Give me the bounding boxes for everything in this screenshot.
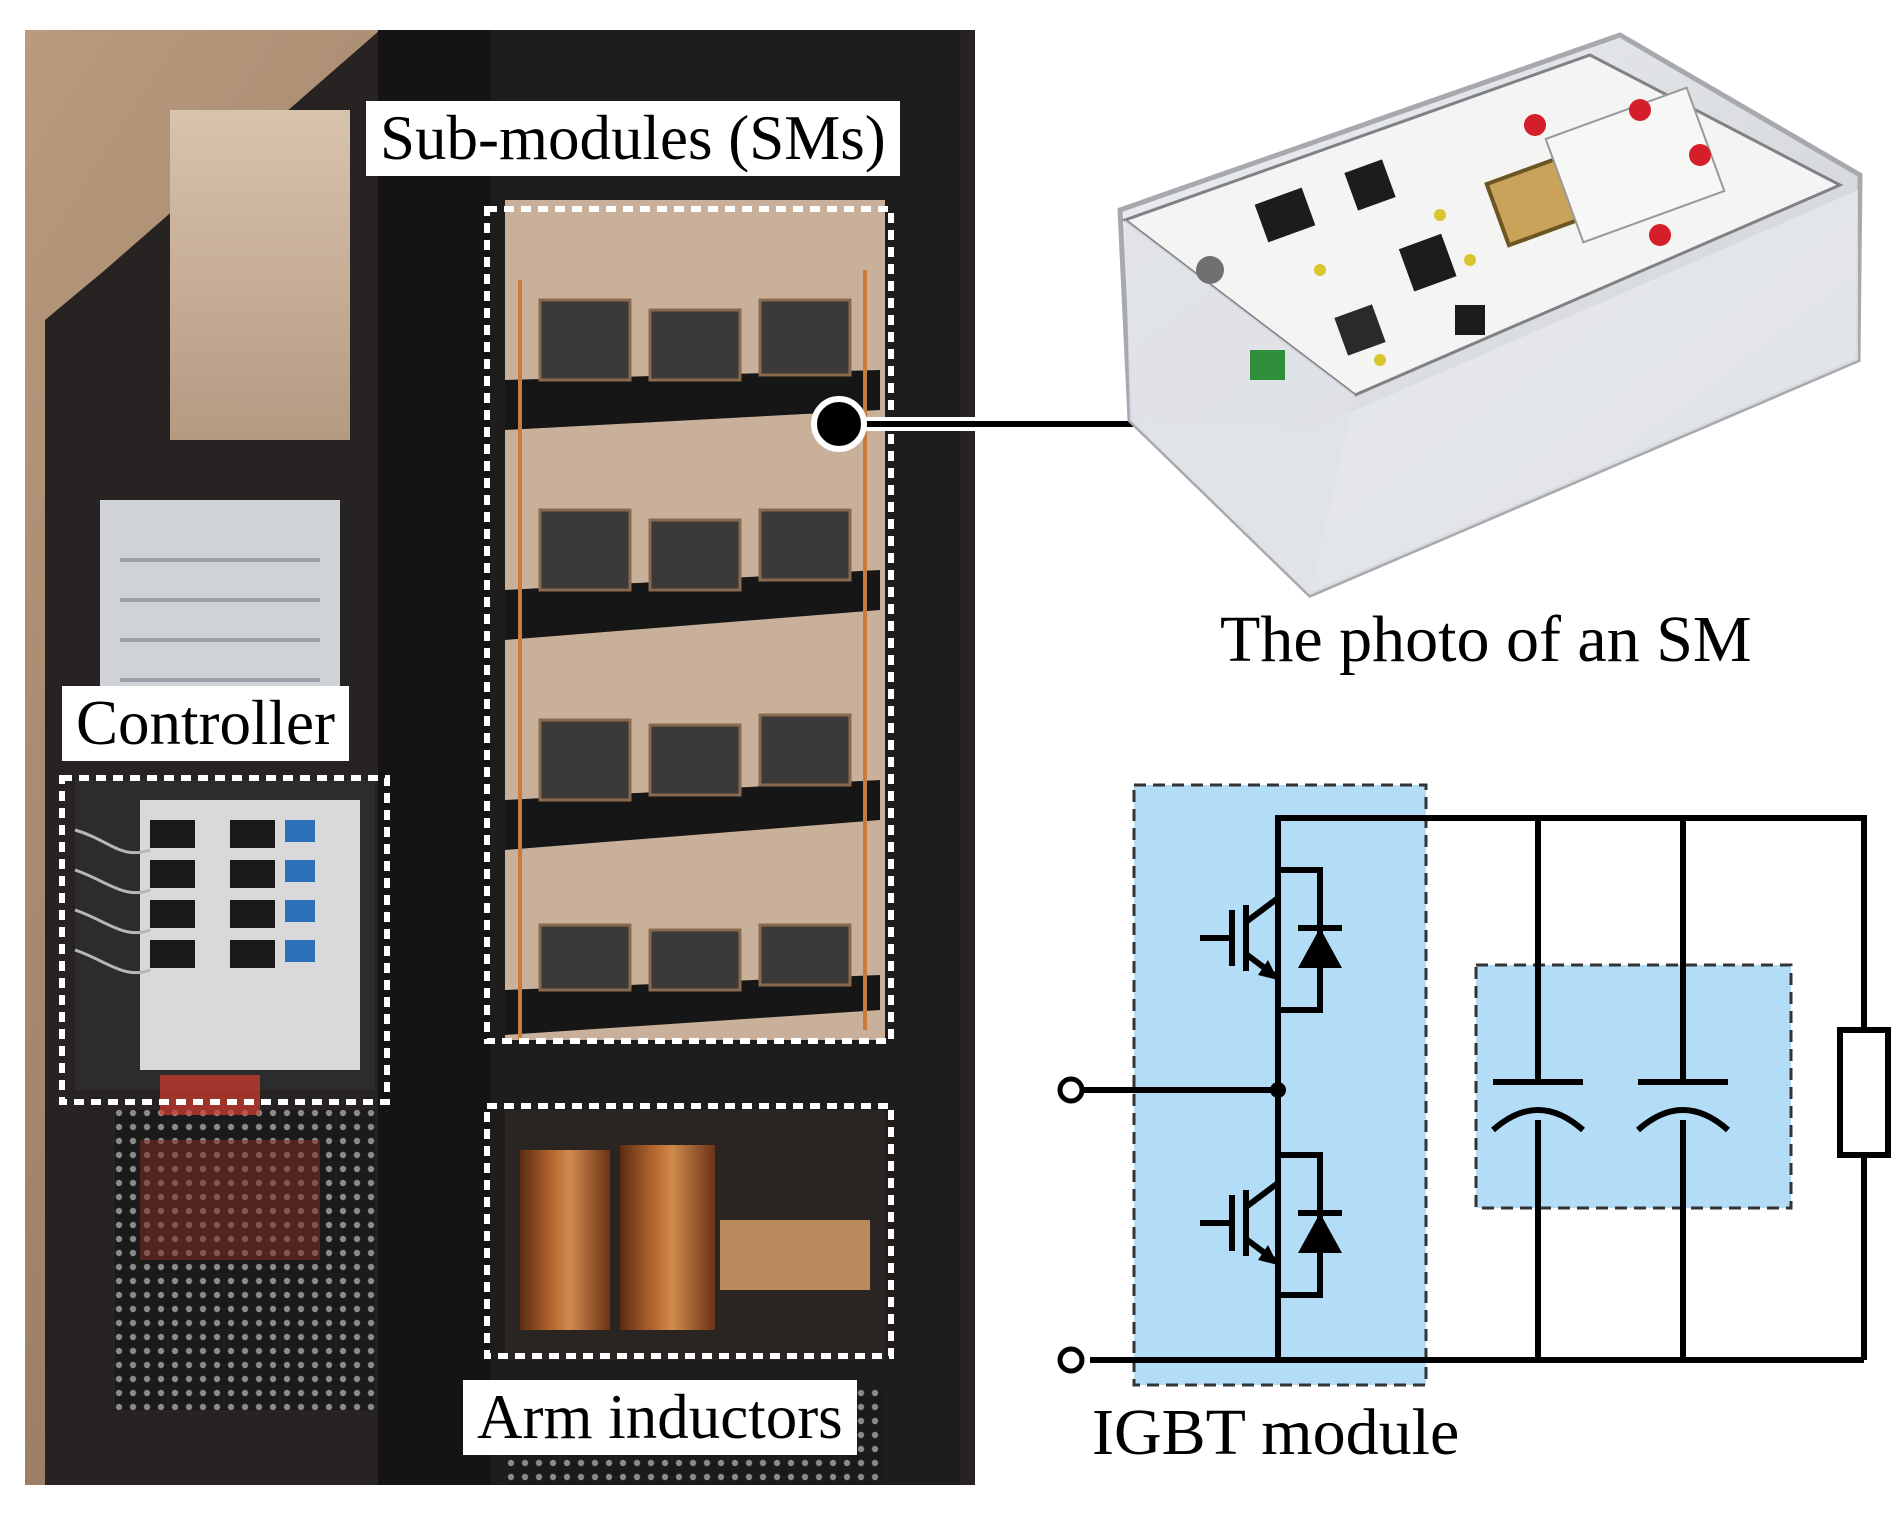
arm-inductor-coils (520, 1145, 870, 1330)
photo-region-frames (59, 206, 894, 1359)
dc-midpoint-junction (1270, 1082, 1286, 1098)
arm-inductors-label: Arm inductors (463, 1380, 857, 1455)
controller-label: Controller (62, 686, 349, 761)
igbt-upper (1200, 867, 1342, 1013)
circuit-diagram (1057, 783, 1891, 1387)
rack-photo (25, 30, 975, 1485)
load-resistor (1837, 1027, 1891, 1158)
sm-photo-caption: The photo of an SM (1220, 603, 1752, 676)
arm-inductors-frame (484, 1103, 894, 1359)
sm-board-components (1196, 86, 1726, 380)
submodules-frame (484, 206, 894, 1044)
callout-dot (811, 396, 867, 452)
igbt-lower (1200, 1152, 1342, 1298)
capacitor-2 (1636, 1079, 1730, 1133)
terminal-upper[interactable] (1057, 1076, 1085, 1104)
submodules-label: Sub-modules (SMs) (366, 101, 900, 176)
sm-callout (811, 396, 1177, 452)
terminal-lower[interactable] (1057, 1346, 1085, 1374)
igbt-module-label: IGBT module (1092, 1396, 1460, 1469)
capacitor-1 (1491, 1079, 1585, 1133)
controller-frame (59, 775, 390, 1105)
sm-photo (1117, 32, 1863, 598)
capacitor-bank-box (1474, 963, 1793, 1210)
